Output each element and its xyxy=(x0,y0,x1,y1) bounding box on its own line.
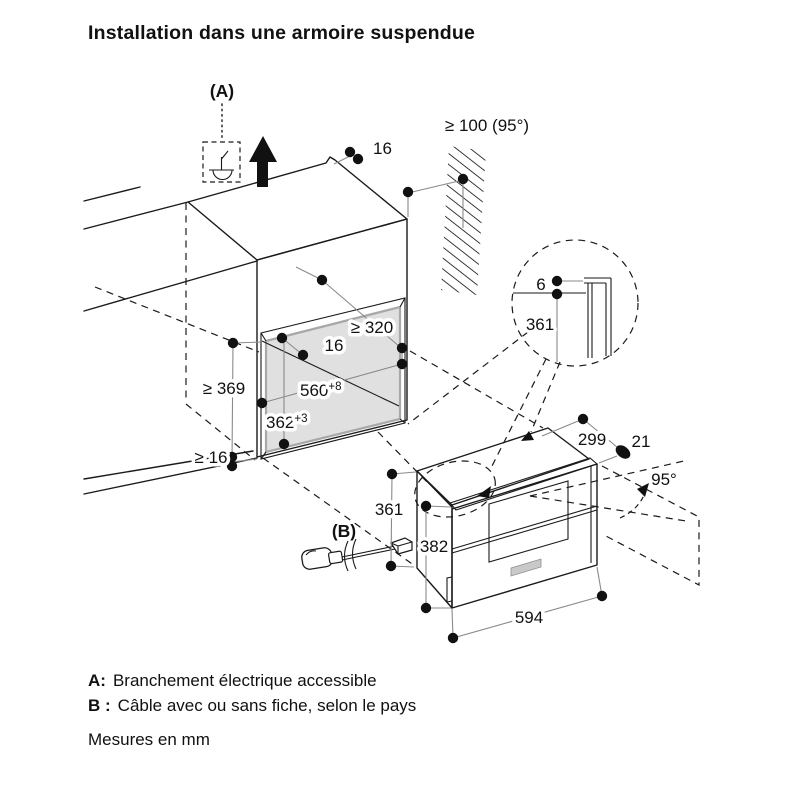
detail-reference-circle xyxy=(414,460,496,518)
plug-icon xyxy=(301,547,344,570)
marker-a-label: (A) xyxy=(210,81,234,101)
legend-key-a: A: xyxy=(88,671,106,690)
dim-niche-height: 362+3 xyxy=(266,413,308,432)
cable-connector xyxy=(390,537,413,555)
units-note: Mesures en mm xyxy=(88,730,210,749)
cabinet-drawing xyxy=(83,156,408,495)
dim-rail-offset: 6 xyxy=(536,275,545,294)
dimension-dots xyxy=(226,146,631,644)
page-title: Installation dans une armoire suspendue xyxy=(88,22,476,44)
dim-niche-depth: ≥ 320 xyxy=(351,318,393,337)
socket-box xyxy=(202,141,241,183)
dim-detail-height: 361 xyxy=(526,315,554,334)
rail-arrow xyxy=(477,486,491,498)
open-door-dashed xyxy=(529,460,700,586)
oven-drawing xyxy=(414,427,700,609)
dim-oven-width: 594 xyxy=(515,608,543,627)
dim-bottom-thickness: ≥ 16 xyxy=(195,448,228,467)
door-swing-arrowhead xyxy=(637,483,649,497)
dim-niche-panel-thickness: 16 xyxy=(325,336,344,355)
legend: A: Branchement électrique accessible B : C… xyxy=(88,668,416,718)
niche xyxy=(260,297,406,460)
dim-door-angle: 95° xyxy=(651,470,677,489)
control-badge xyxy=(510,558,542,577)
detail-circle: 6 361 xyxy=(511,239,639,367)
cable xyxy=(341,545,396,561)
dim-clearance-below: ≥ 369 xyxy=(203,379,245,398)
oven-window xyxy=(488,480,569,563)
legend-text-b: Câble avec ou sans fiche, selon le pays xyxy=(117,696,417,715)
marker-b-group: (B) xyxy=(301,521,413,572)
legend-line-b: B : Câble avec ou sans fiche, selon le pa… xyxy=(88,693,416,718)
legend-key-b: B : xyxy=(88,696,111,715)
socket-icon xyxy=(209,150,234,181)
up-arrow-icon xyxy=(249,136,277,187)
dim-oven-total-height: 382 xyxy=(420,537,448,556)
dim-top-thickness: 16 xyxy=(373,139,392,158)
dim-oven-depth: 299 xyxy=(578,430,606,449)
legend-line-a: A: Branchement électrique accessible xyxy=(88,668,416,693)
rail-notch-arrow xyxy=(521,431,534,441)
oven-front xyxy=(451,463,598,609)
dim-wall-clearance: ≥ 100 (95°) xyxy=(445,116,529,135)
legend-text-a: Branchement électrique accessible xyxy=(112,671,377,690)
dim-door-thickness: 21 xyxy=(632,432,651,451)
dim-niche-width: 560+8 xyxy=(300,381,342,400)
dimension-lines xyxy=(231,154,624,639)
projection-lines xyxy=(262,331,561,567)
dimension-labels: ≥ 100 (95°) 16 ≥ 320 16 560+8 362+3 ≥ 36… xyxy=(191,116,677,631)
marker-a-group: (A) xyxy=(202,81,277,187)
marker-b-label: (B) xyxy=(332,521,356,541)
dim-oven-body-height: 361 xyxy=(375,500,403,519)
